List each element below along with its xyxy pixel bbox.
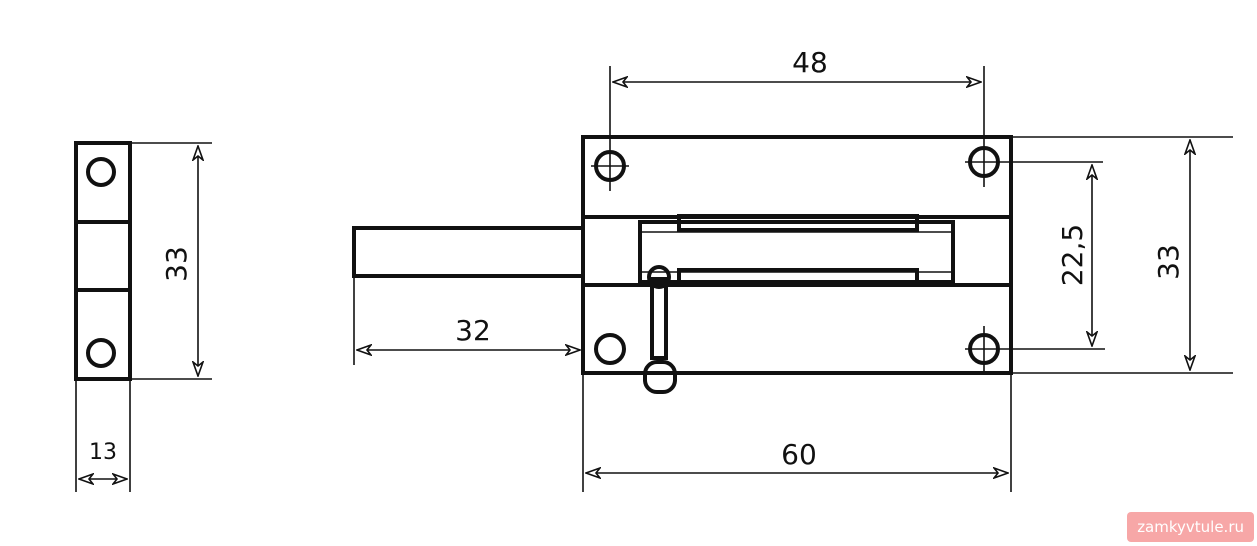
side-view-body xyxy=(74,141,132,381)
screw-hole-top-right xyxy=(965,141,1003,187)
side-height-label: 33 xyxy=(160,246,193,282)
plate-height-label: 33 xyxy=(1152,244,1185,280)
bolt-guide-rail-bottom xyxy=(677,268,919,286)
mounting-plate xyxy=(581,135,1013,375)
plate-length-label: 60 xyxy=(781,438,817,471)
bolt-handle xyxy=(643,265,677,394)
side-view-hole-bottom xyxy=(86,338,116,368)
hole-spacing-label: 48 xyxy=(792,46,828,79)
screw-hole-bottom-right xyxy=(965,326,1003,372)
screw-hole-top-left xyxy=(591,145,629,191)
hole-vertical-label: 22,5 xyxy=(1056,224,1089,286)
bolt-extension xyxy=(352,226,585,278)
side-view: 33 13 xyxy=(74,141,212,492)
handle-knob xyxy=(643,360,677,394)
bolt-projection-label: 32 xyxy=(455,314,491,347)
front-view: 48 32 60 22,5 33 xyxy=(352,46,1233,492)
side-view-hole-top xyxy=(86,157,116,187)
screw-hole-bottom-left xyxy=(594,333,626,365)
watermark-badge: zamkyvtule.ru xyxy=(1127,512,1254,542)
bolt-guide-rail-top xyxy=(677,214,919,232)
side-width-label: 13 xyxy=(89,440,117,465)
